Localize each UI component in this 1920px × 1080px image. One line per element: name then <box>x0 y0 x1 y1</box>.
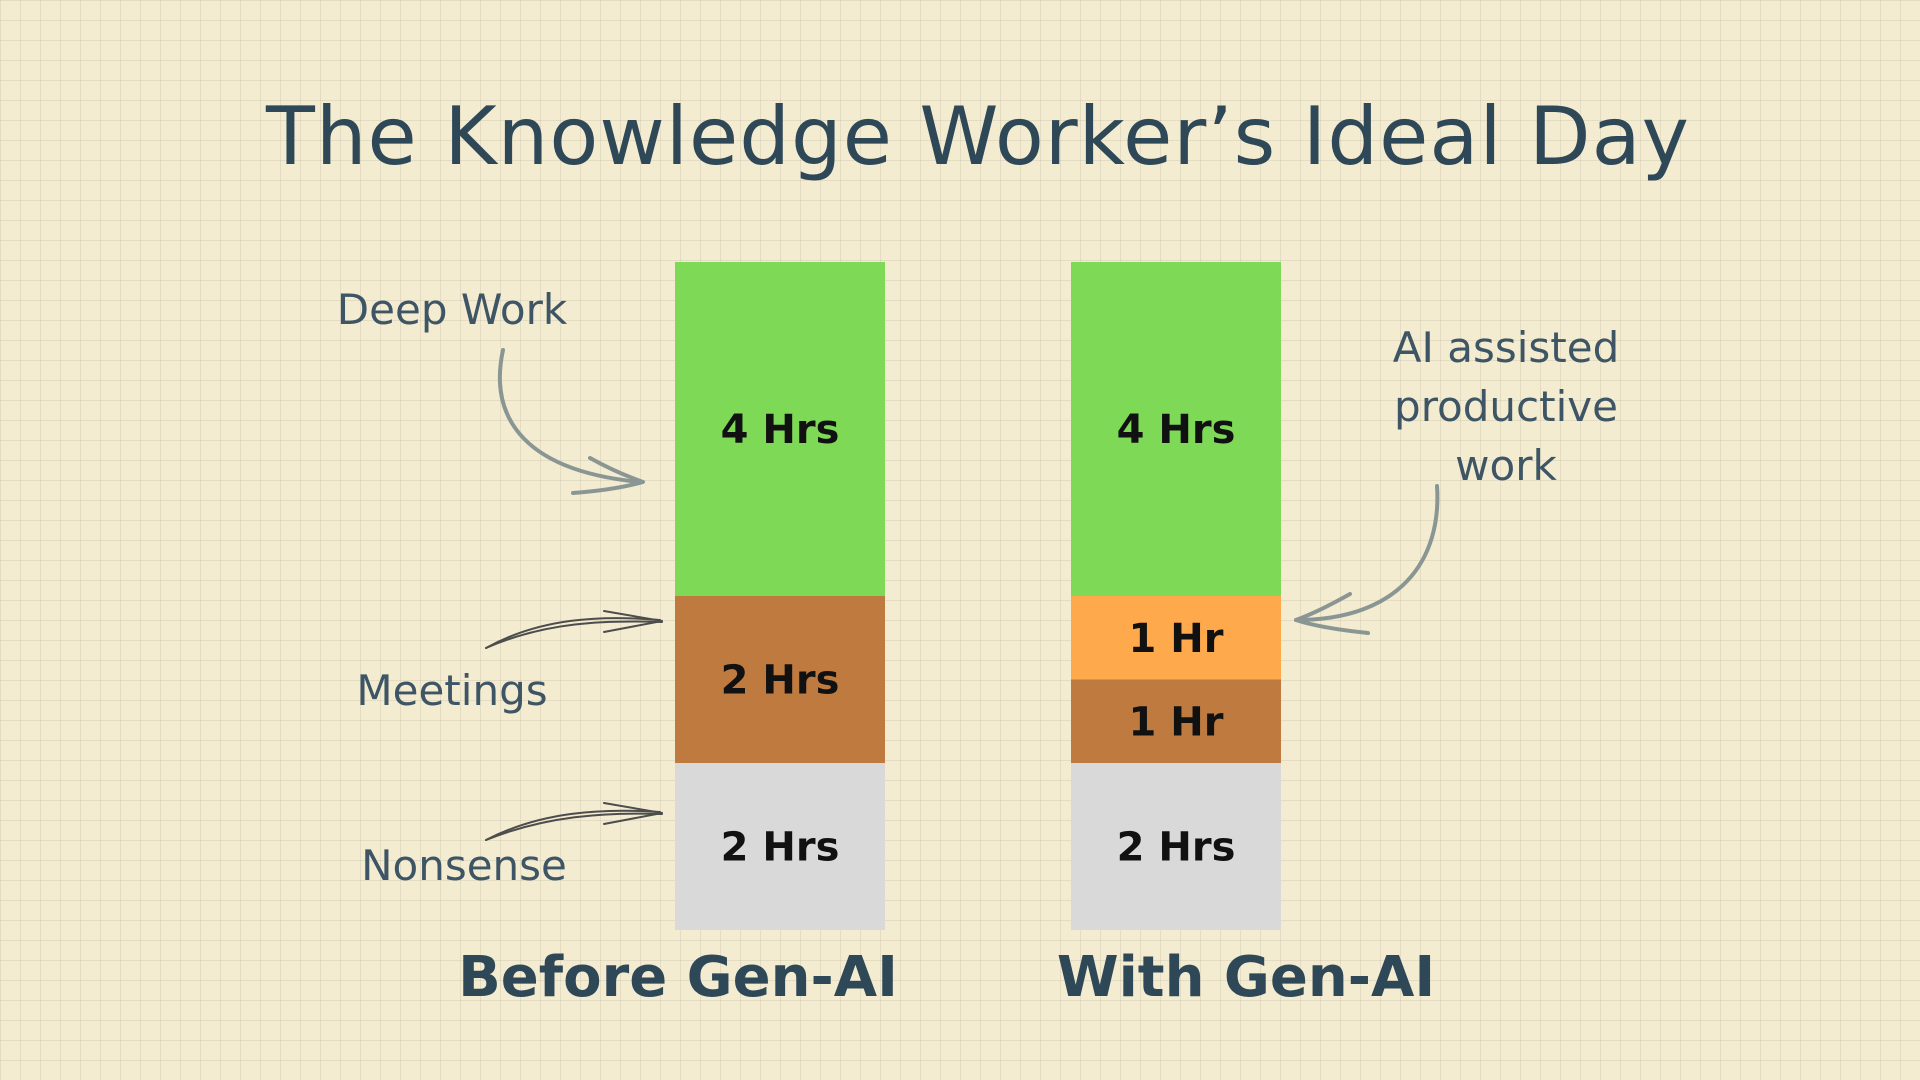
bar-1-segment-3-label: 4 Hrs <box>1117 407 1236 453</box>
annotation-nonsense: Nonsense <box>361 841 567 890</box>
arrow-ai-assisted <box>1294 484 1440 635</box>
bar-0-segment-1 <box>675 596 885 763</box>
arrow-deep-work <box>498 348 645 495</box>
bar-0-segment-0 <box>675 763 885 930</box>
bar-1-segment-1-label: 1 Hr <box>1129 699 1224 745</box>
bar-0-segment-2 <box>675 262 885 596</box>
annotation-ai-assisted-line-2: productive <box>1394 382 1618 431</box>
bar-1-segment-3 <box>1071 262 1281 596</box>
bar-0-segment-2-label: 4 Hrs <box>721 407 840 453</box>
bar-1-segment-0 <box>1071 763 1281 930</box>
arrow-nonsense <box>485 802 663 841</box>
chart-title: The Knowledge Worker’s Ideal Day <box>265 90 1690 183</box>
bar-0-segment-0-label: 2 Hrs <box>721 825 840 871</box>
annotation-deep-work: Deep Work <box>337 285 568 334</box>
annotation-ai-assisted-line-1: AI assisted <box>1393 323 1620 372</box>
bar-0-segment-1-label: 2 Hrs <box>721 658 840 704</box>
annotation-meetings: Meetings <box>356 666 547 715</box>
category-label-before: Before Gen-AI <box>458 945 898 1010</box>
bars-group: 2 Hrs 2 Hrs 4 Hrs 2 Hrs 1 Hr 1 Hr 4 Hrs <box>675 262 1281 930</box>
annotation-ai-assisted-line-3: work <box>1455 441 1557 490</box>
bar-1-segment-2-label: 1 Hr <box>1129 616 1224 662</box>
category-label-with: With Gen-AI <box>1057 945 1435 1010</box>
bar-1-segment-0-label: 2 Hrs <box>1117 825 1236 871</box>
arrow-meetings <box>485 610 663 649</box>
bar-1-segment-2 <box>1071 596 1281 680</box>
bar-1-segment-1 <box>1071 679 1281 763</box>
